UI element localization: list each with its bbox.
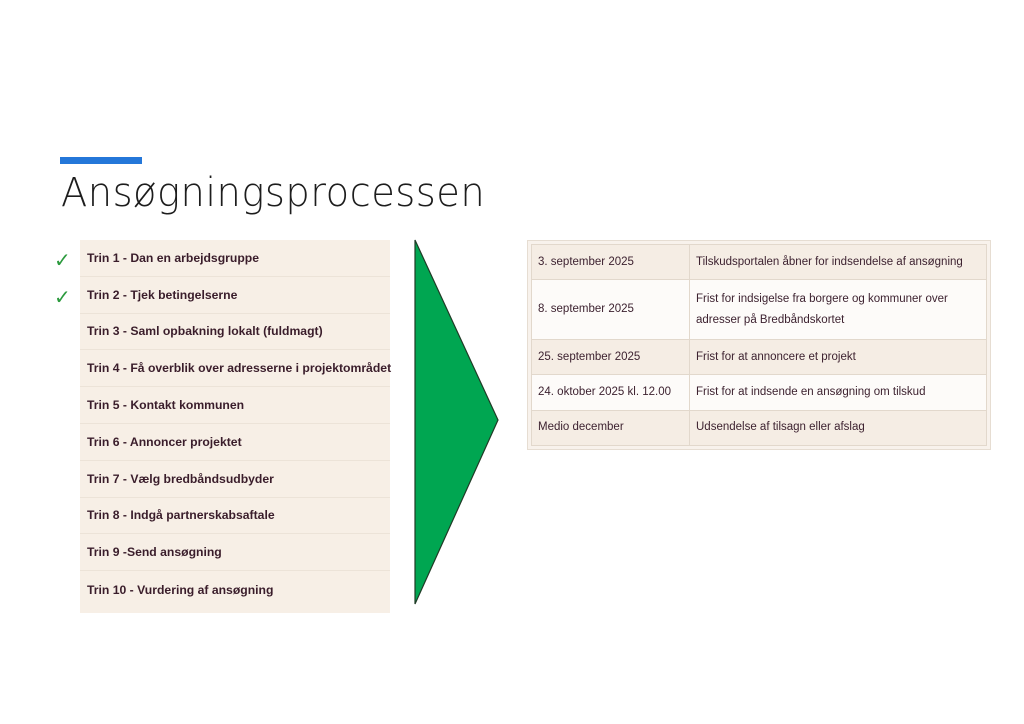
timeline-event: Udsendelse af tilsagn eller afslag bbox=[689, 409, 987, 447]
step-item: Trin 9 -Send ansøgning bbox=[80, 534, 390, 572]
timeline-date: 3. september 2025 bbox=[531, 243, 690, 281]
step-item: Trin 1 - Dan en arbejdsgruppe bbox=[80, 240, 390, 277]
step-item: Trin 5 - Kontakt kommunen bbox=[80, 387, 390, 424]
table-row: 24. oktober 2025 kl. 12.00 Frist for at … bbox=[531, 374, 987, 411]
timeline-event: Tilskudsportalen åbner for indsendelse a… bbox=[689, 243, 987, 281]
timeline-date: 8. september 2025 bbox=[531, 279, 690, 341]
table-row: 8. september 2025 Frist for indsigelse f… bbox=[531, 279, 987, 341]
timeline-date: 24. oktober 2025 kl. 12.00 bbox=[531, 374, 690, 411]
timeline-event: Frist for indsigelse fra borgere og komm… bbox=[689, 279, 987, 341]
table-row: 25. september 2025 Frist for at annoncer… bbox=[531, 339, 987, 376]
step-item: Trin 3 - Saml opbakning lokalt (fuldmagt… bbox=[80, 314, 390, 351]
title-accent-bar bbox=[60, 157, 142, 164]
check-icon: ✓ bbox=[54, 248, 71, 272]
table-row: 3. september 2025 Tilskudsportalen åbner… bbox=[531, 243, 987, 281]
step-item: Trin 4 - Få overblik over adresserne i p… bbox=[80, 350, 391, 388]
step-item: Trin 2 - Tjek betingelserne bbox=[80, 277, 390, 314]
table-row: Medio december Udsendelse af tilsagn ell… bbox=[531, 409, 987, 447]
timeline-event: Frist for at indsende en ansøgning om ti… bbox=[689, 374, 987, 411]
step-item: Trin 10 - Vurdering af ansøgning bbox=[87, 582, 274, 597]
timeline-event: Frist for at annoncere et projekt bbox=[689, 339, 987, 376]
timeline-date: 25. september 2025 bbox=[531, 339, 690, 376]
arrow-right-icon bbox=[414, 239, 499, 605]
check-icon: ✓ bbox=[54, 285, 71, 309]
timeline-date: Medio december bbox=[531, 409, 690, 447]
step-item: Trin 7 - Vælg bredbåndsudbyder bbox=[80, 461, 390, 498]
page-title: Ansøgningsprocessen bbox=[61, 170, 486, 216]
steps-list: Trin 1 - Dan en arbejdsgruppe Trin 2 - T… bbox=[80, 240, 391, 613]
step-item: Trin 6 - Annoncer projektet bbox=[80, 424, 390, 461]
step-item: Trin 8 - Indgå partnerskabsaftale bbox=[80, 498, 390, 535]
timeline-table: 3. september 2025 Tilskudsportalen åbner… bbox=[527, 240, 991, 450]
